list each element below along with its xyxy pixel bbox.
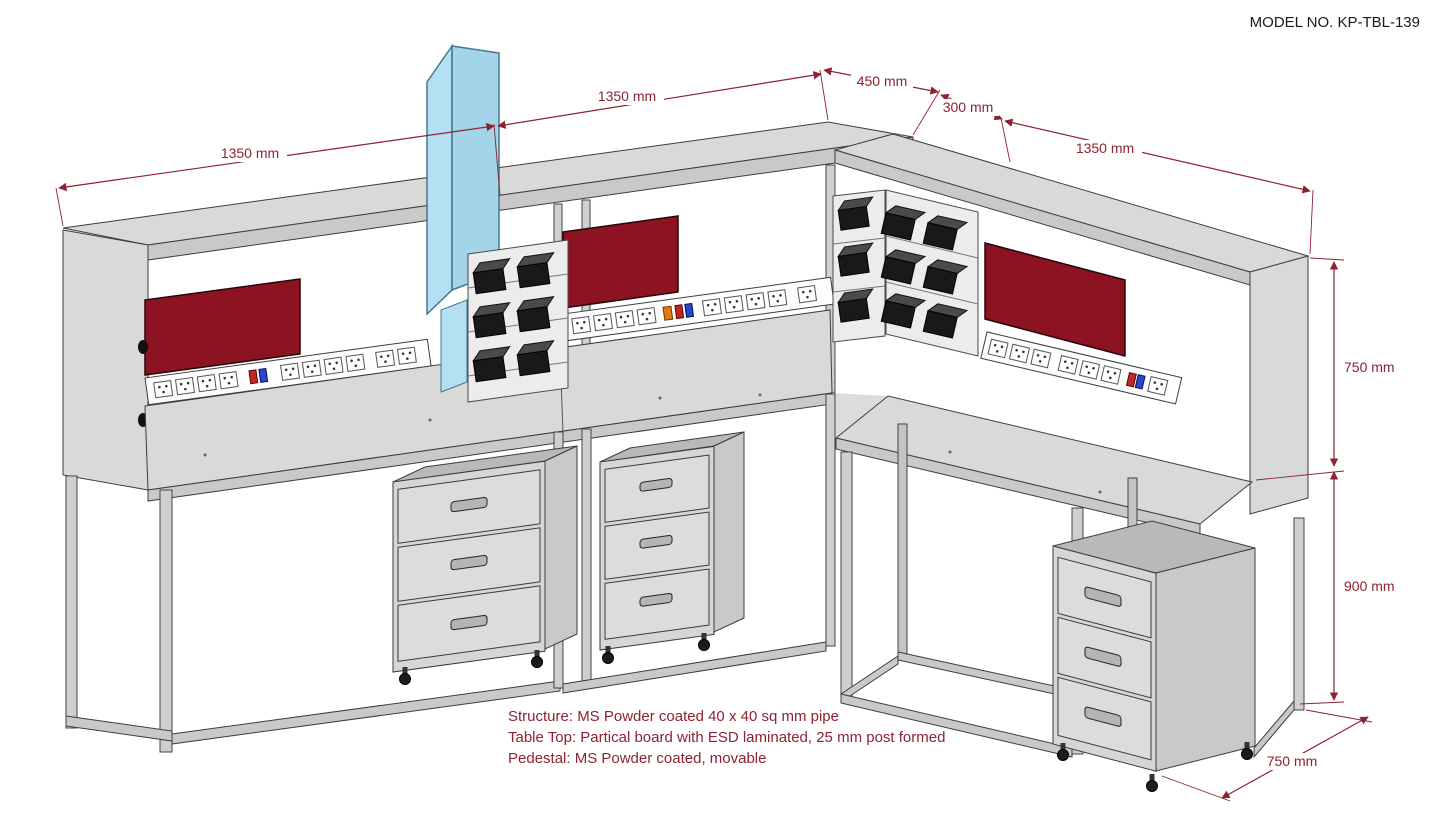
end-panel-left	[62, 229, 149, 491]
pedestal-middle	[599, 431, 745, 664]
spec-table-top: Table Top: Partical board with ESD lamin…	[508, 729, 945, 746]
pedestal-right	[1052, 520, 1295, 792]
bottom-rail-right	[1253, 699, 1295, 759]
power-strip-right	[980, 331, 1183, 405]
spec-pedestal: Pedestal: MS Powder coated, movable	[508, 750, 766, 767]
dim-label-back-module: 1350 mm	[598, 88, 656, 104]
tabletop-screws	[203, 393, 1102, 494]
dim-label-900-height: 900 mm	[1344, 578, 1395, 594]
dim-label-right-module: 1350 mm	[1076, 140, 1134, 156]
dimension-annotations: 1350 mm 1350 mm 450 mm 300 mm 1350 mm 75…	[55, 67, 1402, 802]
frame-legs-long-run	[65, 393, 836, 753]
bin-rack-corner-left	[832, 189, 886, 343]
model-number: MODEL NO. KP-TBL-139	[1250, 14, 1420, 31]
maroon-panel-right	[984, 242, 1126, 357]
tabletop-right-wing	[832, 393, 1254, 536]
spec-notes: Structure: MS Powder coated 40 x 40 sq m…	[508, 708, 945, 767]
dim-line-right-module	[1004, 118, 1311, 194]
bin-rack-corner-right	[880, 189, 979, 357]
spec-structure: Structure: MS Powder coated 40 x 40 sq m…	[508, 708, 839, 725]
bin-rack-joint	[467, 239, 569, 403]
dim-label-450: 450 mm	[857, 73, 908, 89]
dim-label-750-height: 750 mm	[1344, 359, 1395, 375]
tabletop-long-run	[144, 309, 833, 502]
dim-label-750-depth: 750 mm	[1267, 753, 1318, 769]
pedestal-left	[392, 445, 578, 685]
maroon-panel-middle	[562, 215, 679, 309]
dim-label-left-module: 1350 mm	[221, 145, 279, 161]
dim-label-300: 300 mm	[943, 99, 994, 115]
end-panel-right	[1249, 255, 1309, 515]
